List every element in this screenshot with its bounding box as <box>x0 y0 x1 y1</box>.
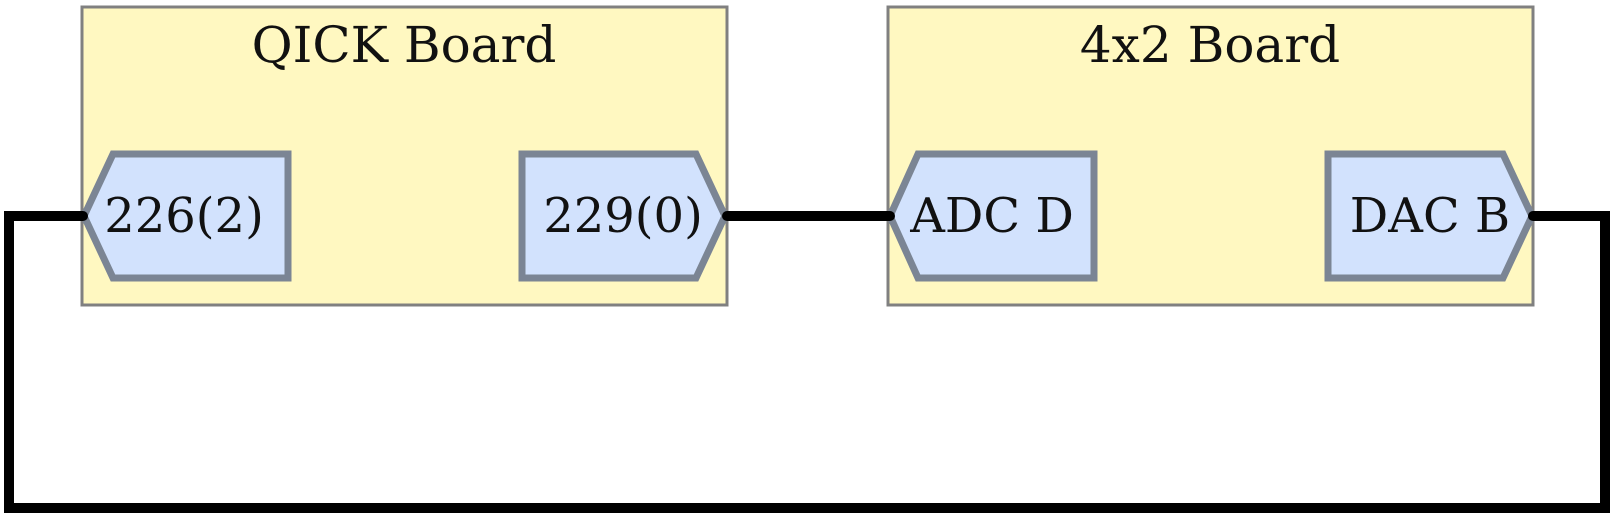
port-adc-d[interactable]: ADC D <box>886 150 1098 282</box>
qick-board: QICK Board 226(2) 229(0) <box>80 5 729 307</box>
port-adc-d-shape <box>886 150 1098 282</box>
port-dac-b[interactable]: DAC B <box>1324 150 1536 282</box>
port-adc-d-label: ADC D <box>909 188 1074 244</box>
wires <box>4 211 1610 513</box>
4x2-board-title: 4x2 Board <box>1080 16 1340 74</box>
port-dac-b-shape <box>1324 150 1536 282</box>
port-229-0[interactable]: 229(0) <box>518 150 729 282</box>
port-dac-b-label: DAC B <box>1350 188 1510 244</box>
port-226-2-shape <box>80 150 292 282</box>
port-226-2[interactable]: 226(2) <box>80 150 292 282</box>
4x2-board: 4x2 Board ADC D DAC B <box>886 5 1536 307</box>
port-226-2-label: 226(2) <box>104 188 264 244</box>
wire-dac-b-to-226-2-loop <box>4 211 1610 513</box>
port-229-0-label: 229(0) <box>543 188 703 244</box>
port-229-0-shape <box>518 150 729 282</box>
qick-board-title: QICK Board <box>252 16 557 74</box>
